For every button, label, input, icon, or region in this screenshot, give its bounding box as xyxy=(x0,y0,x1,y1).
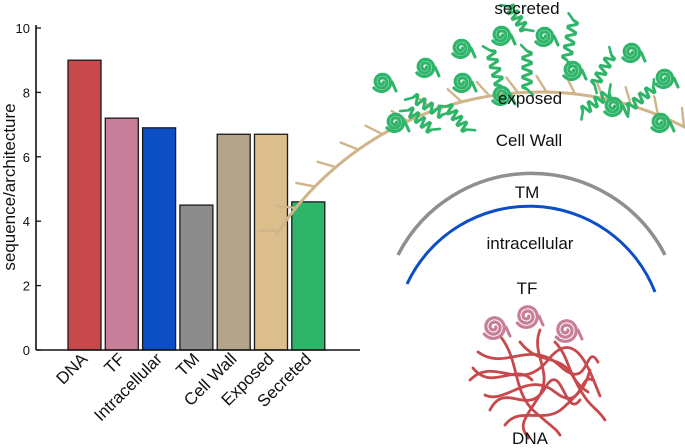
protein-coil xyxy=(451,38,477,59)
cell-wall-spike xyxy=(680,106,685,129)
protein-helix xyxy=(398,106,442,134)
bar-secreted xyxy=(291,201,326,351)
protein-coil xyxy=(650,112,676,133)
intracellular-arc xyxy=(405,204,657,293)
protein-coil xyxy=(534,26,560,47)
cell-wall-spike xyxy=(295,181,317,188)
dna-strand xyxy=(503,368,592,427)
cell-wall-spike xyxy=(275,204,298,210)
bar-cell-wall xyxy=(216,133,251,351)
x-tick-label: TF xyxy=(100,349,128,377)
tf-spiral xyxy=(515,305,545,329)
protein-helix xyxy=(625,77,657,119)
protein-coil xyxy=(415,57,441,78)
protein-coil xyxy=(491,85,517,106)
protein-coil xyxy=(372,72,398,93)
label-secreted: secreted xyxy=(494,0,559,18)
cell-wall-spike xyxy=(316,160,338,169)
tf-spiral xyxy=(482,316,512,340)
cell-wall-spike xyxy=(653,95,660,117)
cell-wall-spike xyxy=(624,86,633,107)
y-tick-label: 4 xyxy=(23,214,30,229)
tf-spiral xyxy=(554,319,584,343)
y-tick-label: 2 xyxy=(23,279,30,294)
protein-coil xyxy=(603,96,629,117)
y-tick-label: 8 xyxy=(23,85,30,100)
y-tick-label: 10 xyxy=(16,21,30,36)
cell-wall-spike xyxy=(446,87,463,104)
dna-strand xyxy=(471,366,534,382)
label-exposed: exposed xyxy=(498,89,562,108)
cell-wall-spike xyxy=(475,80,491,98)
bar-tm xyxy=(179,204,214,351)
secreted-proteins xyxy=(372,3,680,134)
label-dna: DNA xyxy=(512,429,549,448)
label-cell-wall: Cell Wall xyxy=(496,131,562,150)
protein-coil xyxy=(621,42,647,63)
protein-helix xyxy=(561,12,579,68)
protein-helix xyxy=(519,43,535,97)
x-tick-label: Intracellular xyxy=(90,349,166,425)
protein-coil xyxy=(654,68,680,89)
y-tick-label: 0 xyxy=(23,343,30,358)
x-tick-label: TM xyxy=(172,349,203,380)
protein-helix xyxy=(579,83,613,121)
cell-diagram: secreted exposed Cell Wall TM intracellu… xyxy=(258,0,685,448)
bars-group xyxy=(67,59,326,351)
y-ticks-group: 0 2 4 6 8 10 xyxy=(16,21,41,358)
protein-coil xyxy=(491,25,517,46)
label-tf: TF xyxy=(517,279,538,298)
protein-coil xyxy=(385,112,411,133)
dna-strand xyxy=(498,334,562,437)
cell-wall-spike xyxy=(535,74,548,94)
dna-tangle xyxy=(468,328,607,440)
protein-coil xyxy=(452,72,478,93)
protein-helix xyxy=(481,45,509,91)
dna-strand xyxy=(521,328,546,440)
y-tick-label: 6 xyxy=(23,150,30,165)
bar-dna xyxy=(67,59,102,351)
label-tm: TM xyxy=(515,183,540,202)
protein-helix xyxy=(589,45,617,95)
cell-wall-spike xyxy=(364,124,384,136)
protein-coil xyxy=(562,60,588,81)
cell-wall-spike xyxy=(339,141,360,151)
x-tick-label: DNA xyxy=(53,349,92,388)
dna-strand xyxy=(476,350,600,376)
bar-exposed xyxy=(253,133,289,351)
bar-tf xyxy=(104,117,139,351)
protein-helix xyxy=(499,3,535,33)
tm-arc xyxy=(396,171,667,256)
label-intracellular: intracellular xyxy=(487,234,574,253)
protein-helix xyxy=(437,103,477,133)
tf-spirals xyxy=(482,305,584,343)
cell-wall-spike xyxy=(505,76,520,94)
y-axis-label: sequence/architecture xyxy=(0,103,19,270)
dna-strand xyxy=(553,340,590,394)
bar-intracellular xyxy=(141,127,177,351)
